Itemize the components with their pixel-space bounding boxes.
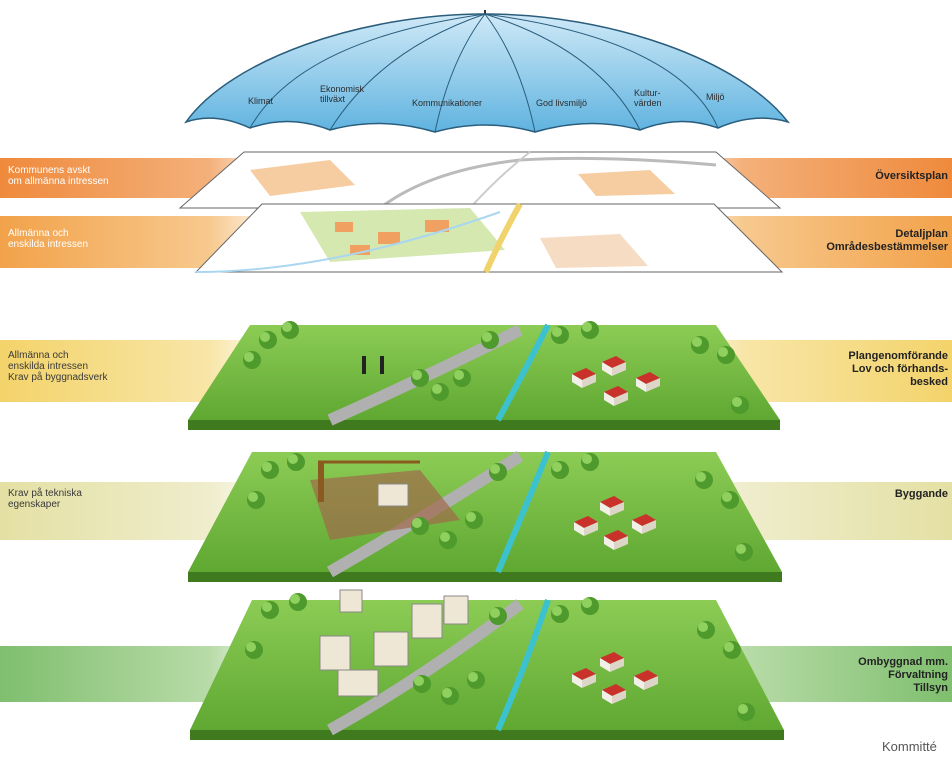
umbrella-label-god-livsmiljo: God livsmiljö [536, 98, 587, 108]
layer-forvaltning-scene [190, 589, 784, 740]
umbrella-label-kulturvarden: Kultur-värden [634, 88, 662, 108]
umbrella-label-miljo: Miljö [706, 92, 725, 102]
layer-detaljplan-map [194, 202, 784, 274]
band-right-text: Byggande [894, 488, 948, 500]
umbrella-label-klimat: Klimat [248, 96, 274, 106]
layer-plangenomforande-scene [188, 321, 780, 430]
umbrella-label-kommunikationer: Kommunikationer [412, 98, 482, 108]
band-right-text: Översiktsplan [875, 170, 948, 182]
layer-byggande-scene [188, 450, 782, 582]
layer-oversiktsplan-map [178, 151, 782, 210]
source-caption: Kommitté [882, 739, 937, 754]
